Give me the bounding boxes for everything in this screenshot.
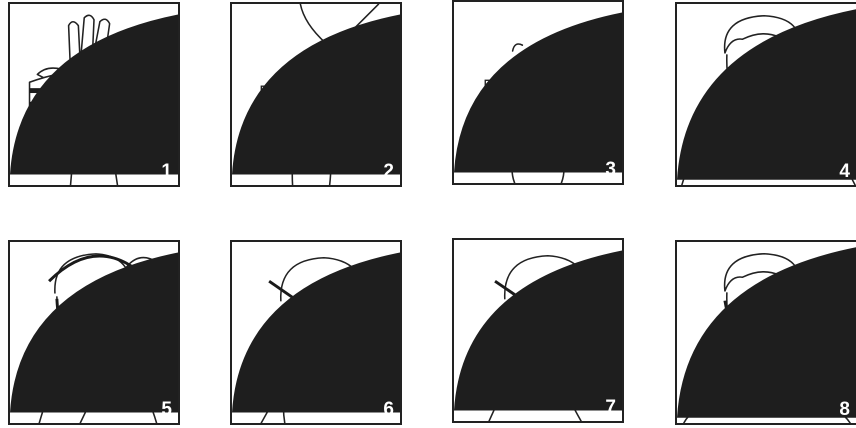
- step-number-7: 7: [605, 398, 616, 417]
- step-number-2: 2: [383, 162, 394, 181]
- step-badge-4: [677, 4, 856, 185]
- step-number-1: 1: [161, 162, 172, 181]
- step-badge-5: [10, 242, 178, 423]
- step-2-panel: 2: [230, 2, 402, 187]
- step-6-panel: 6: [230, 240, 402, 425]
- step-badge-7: [454, 240, 622, 421]
- step-number-8: 8: [839, 400, 850, 419]
- step-badge-6: [232, 242, 400, 423]
- step-number-3: 3: [605, 160, 616, 179]
- step-5-panel: 5: [8, 240, 180, 425]
- step-7-panel: 7: [452, 238, 624, 423]
- step-1-panel: 1: [8, 2, 180, 187]
- step-8-panel: 8: [675, 240, 856, 425]
- step-badge-8: [677, 242, 856, 423]
- step-badge-3: [454, 2, 622, 183]
- step-badge-2: [232, 4, 400, 185]
- step-number-4: 4: [839, 162, 850, 181]
- step-3-panel: 3: [452, 0, 624, 185]
- step-4-panel: 4: [675, 2, 856, 187]
- step-number-5: 5: [161, 400, 172, 419]
- step-badge-1: [10, 4, 178, 185]
- step-number-6: 6: [383, 400, 394, 419]
